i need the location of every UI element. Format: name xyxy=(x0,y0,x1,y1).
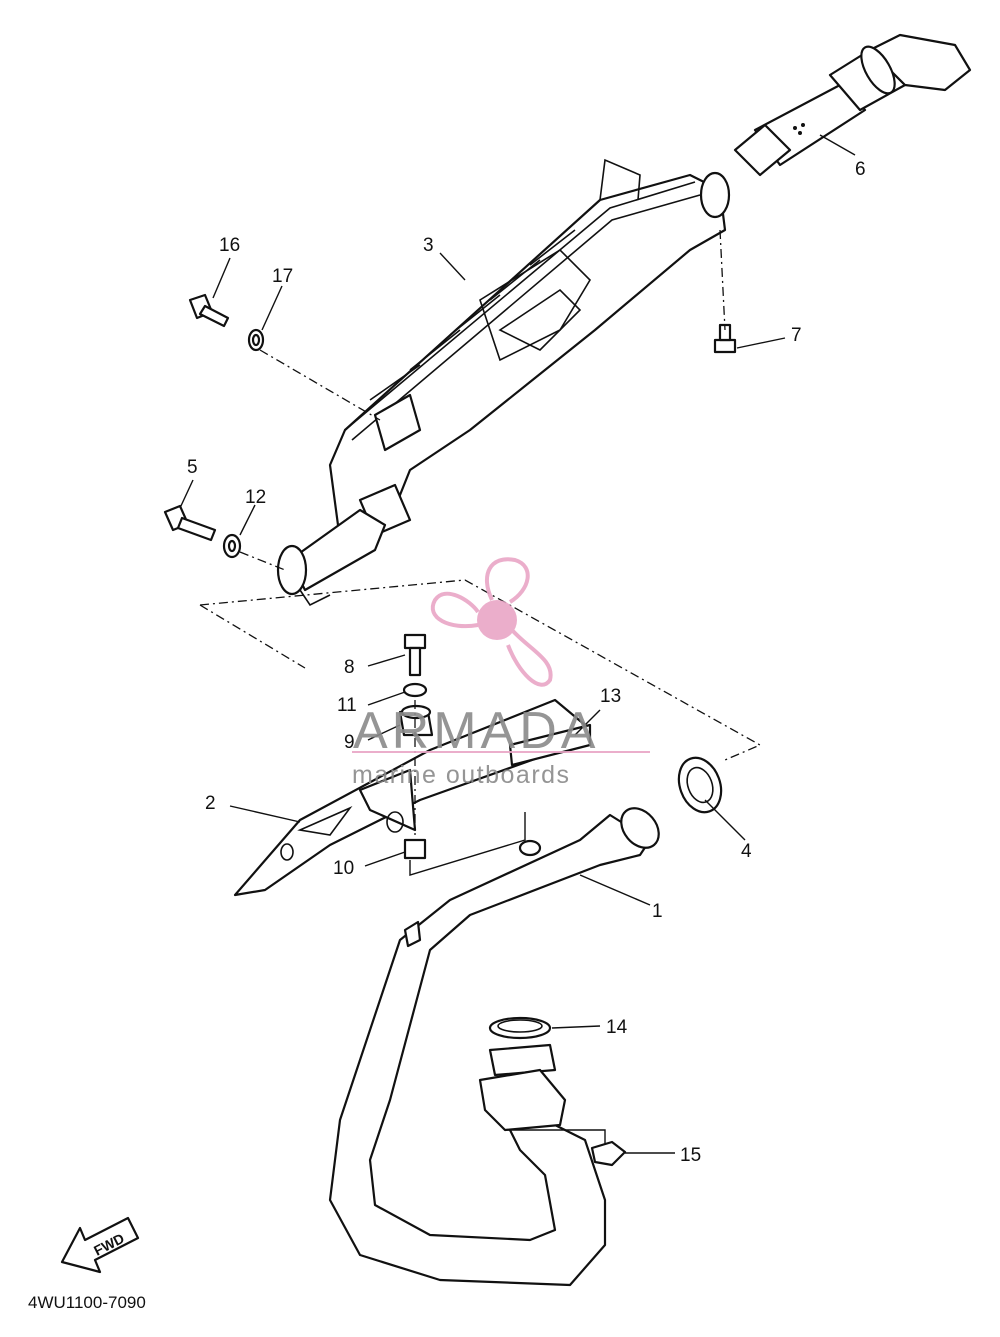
protector-part-2 xyxy=(233,698,592,897)
collar-part-10 xyxy=(403,838,427,860)
bolt-part-8 xyxy=(403,633,427,677)
watermark: ARMADA marine outboards xyxy=(352,557,650,789)
callout-15: 15 xyxy=(680,1145,701,1166)
exhaust-pipe-part-1 xyxy=(328,807,660,1287)
callout-16: 16 xyxy=(219,235,240,256)
propeller-logo xyxy=(430,557,553,687)
bolt-part-5 xyxy=(163,504,217,542)
washer-part-17 xyxy=(247,328,265,352)
part-code: 4WU1100-7090 xyxy=(28,1293,146,1312)
muffler-part-3 xyxy=(276,158,731,607)
watermark-title: ARMADA xyxy=(353,702,599,760)
callout-1: 1 xyxy=(652,901,663,922)
callout-9: 9 xyxy=(344,732,355,753)
callout-11: 11 xyxy=(337,695,357,716)
callout-14: 14 xyxy=(606,1017,628,1038)
callout-7: 7 xyxy=(791,325,802,346)
callout-labels: 1 2 3 4 5 6 7 8 9 10 11 12 13 14 15 16 1… xyxy=(187,159,866,1166)
callout-3: 3 xyxy=(423,235,434,256)
watermark-subtitle: marine outboards xyxy=(352,761,571,789)
washer-part-12 xyxy=(222,533,242,559)
fwd-arrow: FWD xyxy=(60,1216,140,1274)
leader-lines xyxy=(179,134,856,1154)
bolt-part-16 xyxy=(188,293,230,328)
callout-12: 12 xyxy=(245,487,266,508)
gasket-part-4 xyxy=(677,756,723,814)
callout-8: 8 xyxy=(344,657,355,678)
callout-5: 5 xyxy=(187,457,198,478)
tailpipe-part-6 xyxy=(733,33,972,177)
nut-part-15 xyxy=(590,1140,627,1167)
callout-2: 2 xyxy=(205,793,216,814)
assembly-lines xyxy=(199,229,762,1145)
screw-part-7 xyxy=(713,323,737,354)
callout-10: 10 xyxy=(333,858,354,879)
callout-13: 13 xyxy=(600,686,621,707)
callout-17: 17 xyxy=(272,266,293,287)
gasket-part-14 xyxy=(488,1016,552,1040)
washer-part-11 xyxy=(402,682,428,698)
callout-6: 6 xyxy=(855,159,866,180)
callout-4: 4 xyxy=(741,841,752,862)
grommet-part-9 xyxy=(398,704,434,737)
